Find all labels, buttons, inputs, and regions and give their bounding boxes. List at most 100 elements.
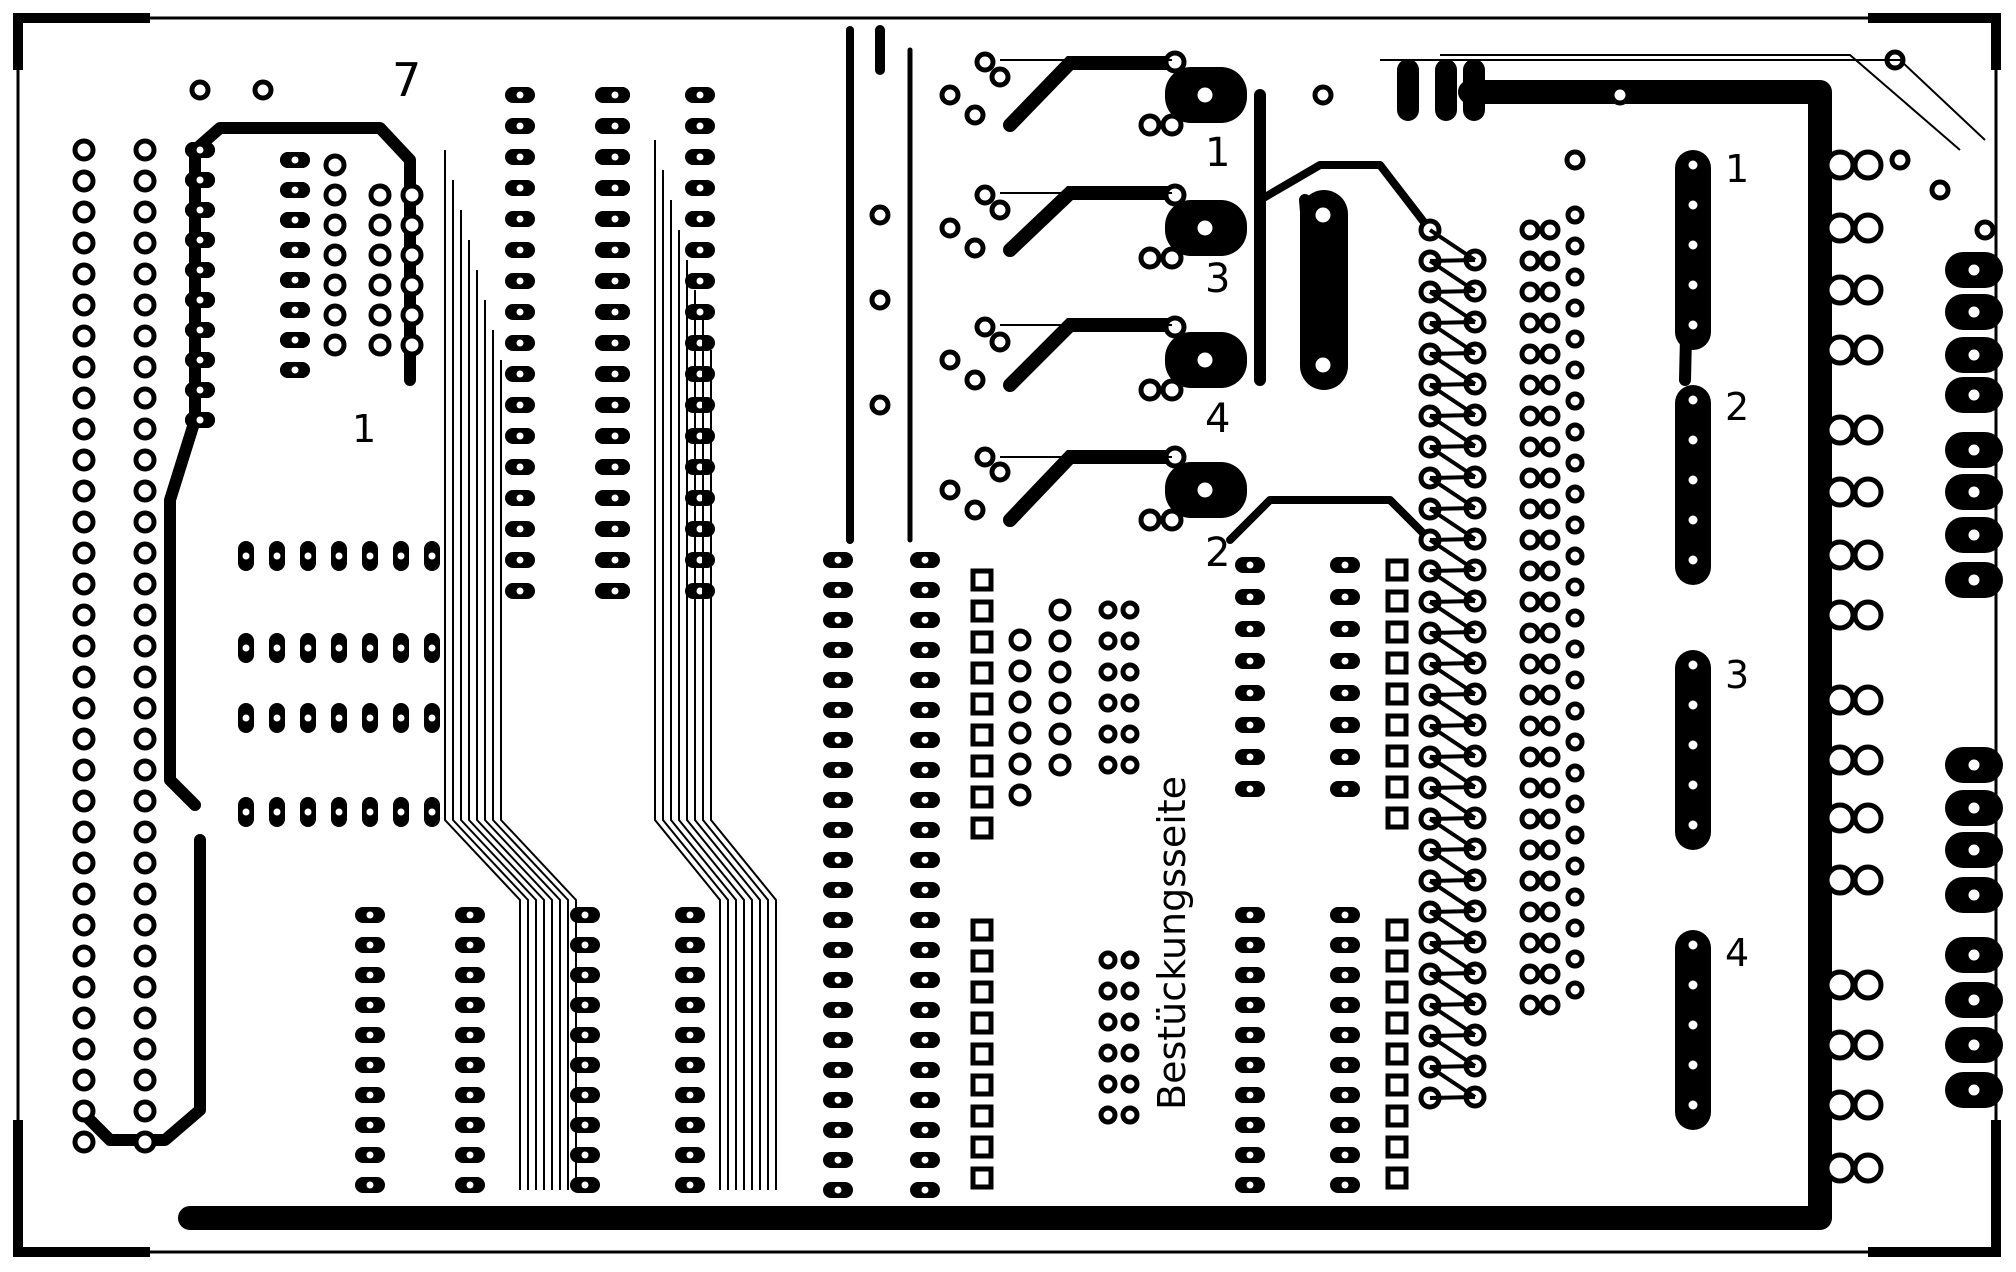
via-pad [1519,467,1541,489]
drill-hole [466,911,474,919]
drill-hole [366,714,374,722]
via-pad [1565,360,1585,380]
via-pad [72,665,96,689]
via-pad [133,634,157,658]
via-pad [1539,994,1561,1016]
drill-hole [696,122,704,130]
square-pad [970,1104,994,1128]
drill-hole [397,714,405,722]
trace [1429,630,1476,635]
via-pad [1565,639,1585,659]
drill-hole [366,1151,374,1159]
via-pad [1098,724,1118,744]
drill-hole [466,1031,474,1039]
via-pad [1120,693,1140,713]
relay-label-1: 1 [1205,130,1230,176]
drill-hole [196,386,204,394]
trace [1428,941,1477,975]
drill-hole [696,215,704,223]
square-pad [1385,1011,1409,1035]
via-pad [1539,746,1561,768]
group-label-2: 2 [1725,385,1749,429]
via-pad [1310,352,1336,378]
drill-hole [516,339,524,347]
via-pad [1683,510,1703,530]
trace [1428,1034,1477,1068]
via-pad [133,262,157,286]
via-pad [1008,752,1032,776]
via-pad [1852,476,1884,508]
via-pad [1565,515,1585,535]
drill-hole [1341,1061,1349,1069]
trace [484,300,561,1190]
square-pad [970,1135,994,1159]
drill-hole [397,552,405,560]
square-pad [1385,744,1409,768]
via-pad [1519,436,1541,458]
via-pad [1852,334,1884,366]
drill-hole [196,176,204,184]
via-pad [1519,312,1541,334]
drill-hole [921,916,929,924]
drill-hole [1341,657,1349,665]
drill-hole [696,401,704,409]
drill-hole [834,556,842,564]
drill-hole [1246,721,1254,729]
trace [1429,785,1476,790]
via-pad [1565,732,1585,752]
via-pad [1565,577,1585,597]
drill-hole [1246,911,1254,919]
square-pad [1385,918,1409,942]
square-pad [1385,1073,1409,1097]
drill-hole [696,153,704,161]
via-pad [1539,932,1561,954]
signal-traces [444,54,1986,1190]
via-pad [1683,275,1703,295]
via-pad [1008,721,1032,745]
via-pad [1824,414,1856,446]
via-pad [1683,195,1703,215]
via-pad [1824,744,1856,776]
drill-hole [516,401,524,409]
via-pad [1519,901,1541,923]
via-pad [133,1037,157,1061]
via-pad [1519,653,1541,675]
via-pad [1824,599,1856,631]
via-pad [1192,347,1218,373]
via-pad [72,138,96,162]
via-pad [189,79,211,101]
via-pad [939,84,961,106]
via-pad [72,1130,96,1154]
via-pad [1192,215,1218,241]
via-pad [1565,329,1585,349]
via-pad [1565,980,1585,1000]
drill-hole [291,336,299,344]
drill-hole [466,1001,474,1009]
via-pad [974,316,996,338]
via-pad [1120,755,1140,775]
via-pad [1138,246,1162,270]
drill-hole [1246,785,1254,793]
drill-hole [366,911,374,919]
trace [1429,506,1476,511]
via-pad [989,66,1011,88]
trace [1428,786,1477,820]
drill-hole [834,706,842,714]
group-label-3: 3 [1725,653,1749,697]
trace [476,270,553,1190]
square-pad [970,1166,994,1190]
via-pad [1683,1015,1703,1035]
via-pad [1852,1089,1884,1121]
via-pad [1519,963,1541,985]
drill-hole [291,216,299,224]
drill-hole [291,306,299,314]
via-pad [1539,622,1561,644]
via-pad [974,184,996,206]
power-traces [76,25,1832,1230]
drill-hole [696,463,704,471]
drill-hole [581,911,589,919]
via-pad [133,913,157,937]
drill-hole [834,856,842,864]
drill-hole [516,463,524,471]
drill-hole [242,644,250,652]
